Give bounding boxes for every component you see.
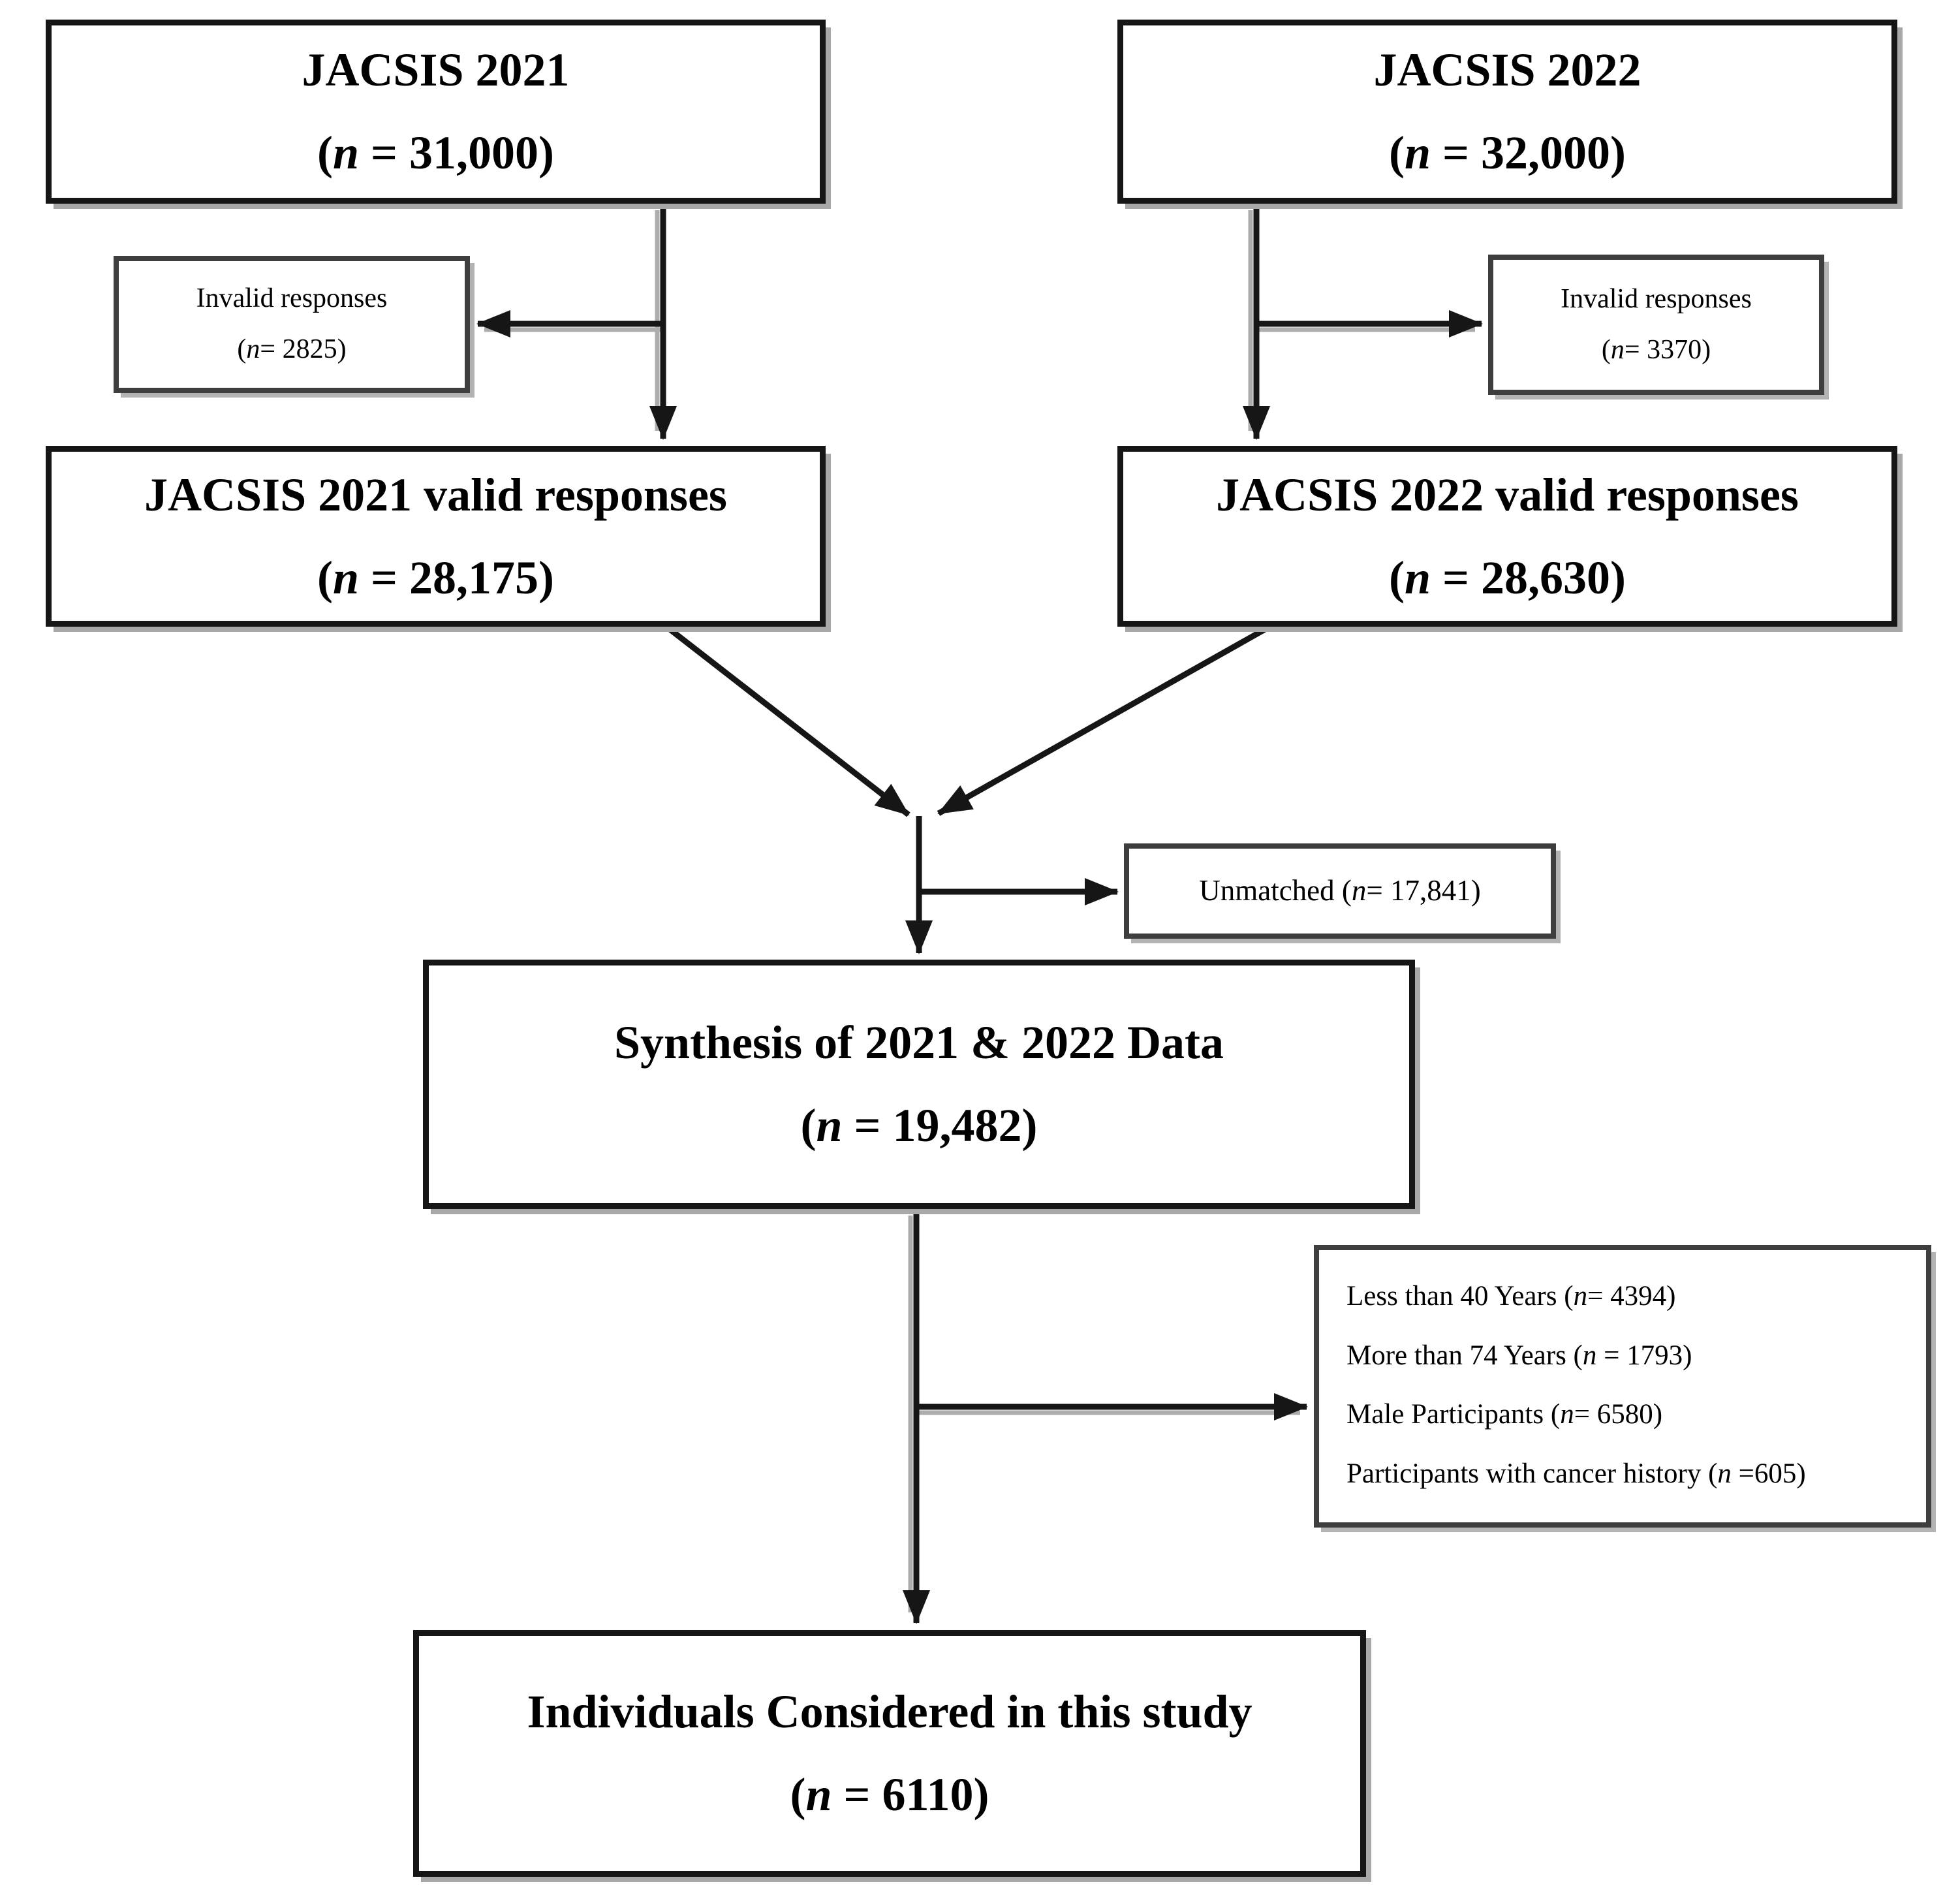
box-jacsis-2021: JACSIS 2021 (n = 31,000) [46,20,826,204]
box-synthesis-title: Synthesis of 2021 & 2022 Data [614,1016,1224,1069]
box-valid-2021: JACSIS 2021 valid responses (n = 28,175) [46,446,826,627]
box-invalid-2022: Invalid responses (n= 3370) [1488,255,1824,395]
box-valid-2022: JACSIS 2022 valid responses (n = 28,630) [1117,446,1897,627]
box-valid-2022-count: (n = 28,630) [1388,551,1626,604]
box-unmatched-label: Unmatched (n= 17,841) [1199,874,1481,907]
box-invalid-2021-count: (n= 2825) [237,334,347,364]
box-unmatched: Unmatched (n= 17,841) [1124,843,1556,939]
box-invalid-2021: Invalid responses (n= 2825) [114,256,470,393]
box-jacsis-2022-count: (n = 32,000) [1388,127,1626,179]
box-valid-2022-title: JACSIS 2022 valid responses [1216,468,1799,521]
box-synthesis: Synthesis of 2021 & 2022 Data (n = 19,48… [423,960,1415,1209]
diagonal-2021 [667,626,910,817]
box-invalid-2021-title: Invalid responses [196,283,388,314]
box-synthesis-count: (n = 19,482) [800,1099,1038,1152]
box-jacsis-2021-count: (n = 31,000) [317,127,555,179]
box-valid-2021-count: (n = 28,175) [317,551,555,604]
exclusion-item-male: Male Participants (n= 6580) [1346,1399,1663,1430]
box-jacsis-2021-title: JACSIS 2021 [302,44,570,97]
box-jacsis-2022: JACSIS 2022 (n = 32,000) [1117,20,1897,204]
exclusion-item-over-74: More than 74 Years (n = 1793) [1346,1340,1692,1371]
box-exclusions: Less than 40 Years (n= 4394) More than 7… [1314,1245,1931,1528]
box-invalid-2022-title: Invalid responses [1561,283,1752,314]
box-final-sample: Individuals Considered in this study (n … [413,1630,1366,1877]
exclusion-item-under-40: Less than 40 Years (n= 4394) [1346,1281,1676,1311]
box-valid-2021-title: JACSIS 2021 valid responses [144,468,727,521]
diagonal-2022 [937,626,1268,816]
box-invalid-2022-count: (n= 3370) [1601,334,1711,365]
box-final-sample-count: (n = 6110) [790,1768,989,1821]
exclusion-item-cancer-history: Participants with cancer history (n =605… [1346,1458,1806,1490]
box-final-sample-title: Individuals Considered in this study [527,1686,1252,1738]
box-jacsis-2022-title: JACSIS 2022 [1373,44,1641,97]
